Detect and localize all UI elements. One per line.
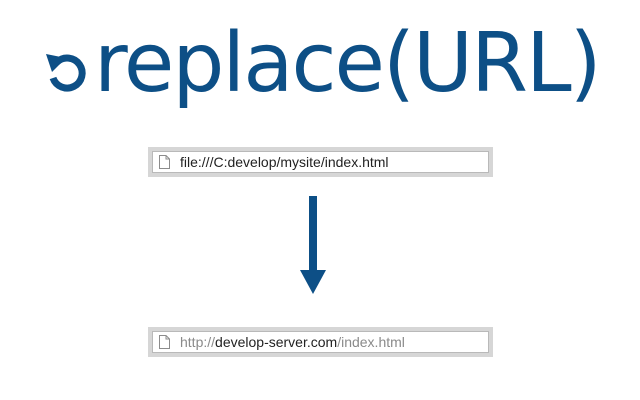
- logo-text: replace(URL): [94, 16, 602, 111]
- target-url-host: develop-server.com: [215, 334, 338, 350]
- target-url-scheme: http://: [180, 334, 216, 350]
- source-address-field[interactable]: file:///C:develop/mysite/index.html: [152, 151, 489, 173]
- target-url-text: http://develop-server.com/index.html: [180, 334, 405, 350]
- down-arrow-icon: [300, 196, 326, 294]
- app-logo: replace(URL): [44, 14, 602, 114]
- document-icon: [159, 155, 170, 169]
- target-url-path: /index.html: [337, 334, 405, 350]
- source-address-bar: file:///C:develop/mysite/index.html: [148, 147, 493, 177]
- source-url-text: file:///C:develop/mysite/index.html: [180, 154, 389, 170]
- target-address-bar: http://develop-server.com/index.html: [148, 327, 493, 357]
- rotate-back-icon: [46, 54, 86, 92]
- target-address-field[interactable]: http://develop-server.com/index.html: [152, 331, 489, 353]
- document-icon: [159, 335, 170, 349]
